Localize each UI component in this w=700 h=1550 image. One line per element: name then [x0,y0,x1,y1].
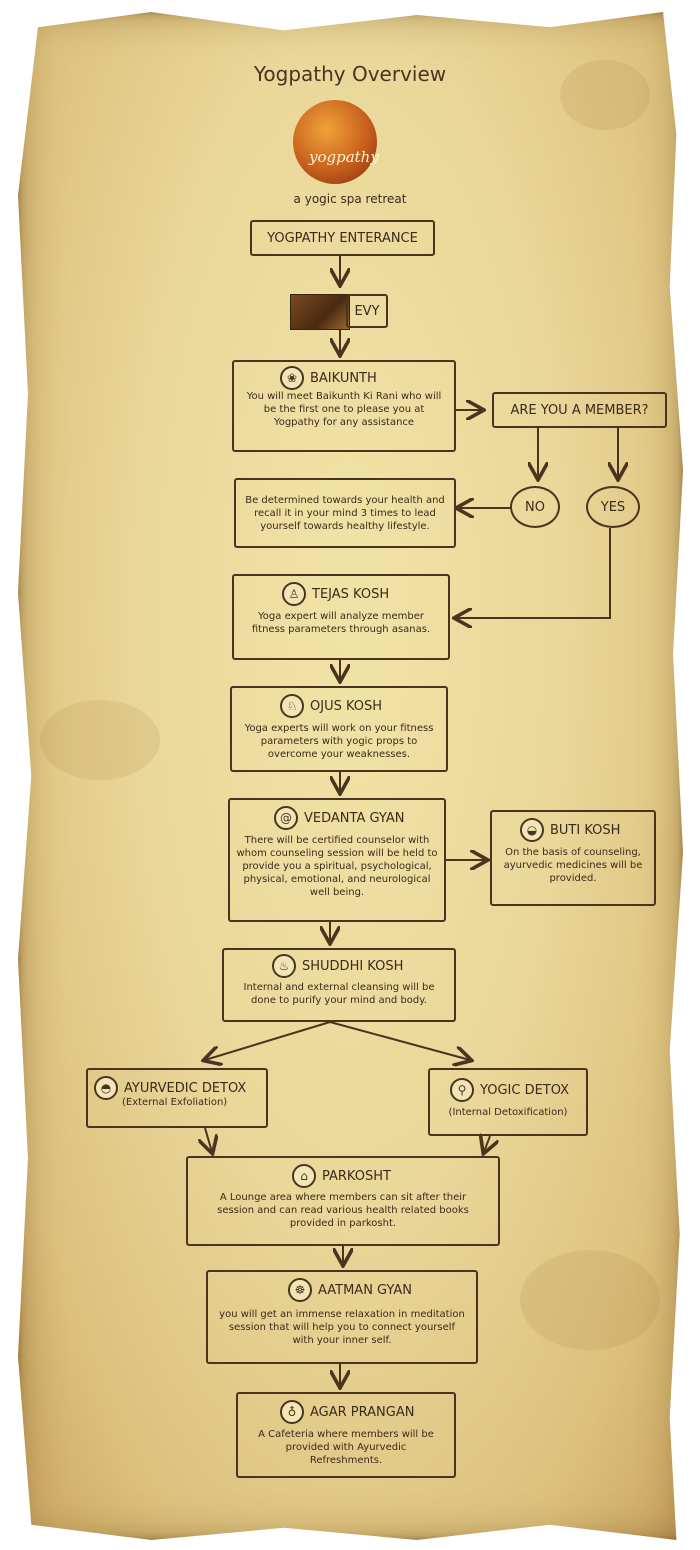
cup-icon: ♁ [280,1400,304,1424]
paper-stain [560,60,650,130]
page-title: Yogpathy Overview [253,62,447,86]
no-oval: NO [510,486,560,528]
vedanta-gyan-desc: There will be certified counselor with w… [236,835,438,898]
no-label: NO [525,499,545,515]
meditation-icon: ☸ [288,1278,312,1302]
yoga-props-icon: ♘ [280,694,304,718]
baikunth-title: BAIKUNTH [310,370,377,386]
parkosht-desc: A Lounge area where members can sit afte… [217,1192,469,1229]
aatman-gyan-desc: you will get an immense relaxation in me… [219,1309,465,1346]
baikunth-box: ❀ BAIKUNTH You will meet Baikunth Ki Rani… [232,360,456,452]
tejas-kosh-title: TEJAS KOSH [312,586,390,602]
agar-prangan-box: ♁ AGAR PRANGAN A Cafeteria where members … [236,1392,456,1478]
ojus-kosh-desc: Yoga experts will work on your fitness p… [244,723,434,760]
ojus-kosh-title: OJUS KOSH [310,698,383,714]
baikunth-desc: You will meet Baikunth Ki Rani who will … [246,391,442,428]
member-question-box: ARE YOU A MEMBER? [492,392,667,428]
entrance-label: YOGPATHY ENTERANCE [267,230,418,246]
spiral-icon: @ [274,806,298,830]
cleansing-icon: ♨ [272,954,296,978]
entrance-box: YOGPATHY ENTERANCE [250,220,435,256]
shuddhi-kosh-desc: Internal and external cleansing will be … [243,982,435,1006]
yoga-pose-icon: ♙ [282,582,306,606]
mortar-pestle-icon: ◒ [520,818,544,842]
shuddhi-kosh-box: ♨ SHUDDHI KOSH Internal and external clea… [222,948,456,1022]
logo-wordmark: yogpathy [309,148,379,166]
yogic-detox-box: ⚲ YOGIC DETOX (Internal Detoxification) [428,1068,588,1136]
agar-prangan-title: AGAR PRANGAN [310,1404,415,1420]
parkosht-box: ⌂ PARKOSHT A Lounge area where members ca… [186,1156,500,1246]
buti-kosh-box: ◒ BUTI KOSH On the basis of counseling, a… [490,810,656,906]
tejas-kosh-desc: Yoga expert will analyze member fitness … [251,611,431,635]
member-question-label: ARE YOU A MEMBER? [510,402,649,418]
paper-stain [520,1250,660,1350]
shuddhi-kosh-title: SHUDDHI KOSH [302,958,404,974]
aatman-gyan-box: ☸ AATMAN GYAN you will get an immense rel… [206,1270,478,1364]
vedanta-gyan-box: @ VEDANTA GYAN There will be certified co… [228,798,446,922]
ojus-kosh-box: ♘ OJUS KOSH Yoga experts will work on you… [230,686,448,772]
ayurvedic-detox-sub: (External Exfoliation) [122,1097,228,1108]
lotus-icon: ❀ [280,366,304,390]
determined-desc: Be determined towards your health and re… [245,494,445,532]
tagline: a yogic spa retreat [293,192,407,206]
aatman-gyan-title: AATMAN GYAN [318,1282,413,1298]
bowl-icon: ◓ [94,1076,118,1100]
lounge-icon: ⌂ [292,1164,316,1188]
yogic-detox-sub: (Internal Detoxification) [448,1107,568,1118]
ayurvedic-detox-title: AYURVEDIC DETOX [124,1080,247,1096]
agar-prangan-desc: A Cafeteria where members will be provid… [258,1429,434,1466]
evy-box: EVY [346,294,388,328]
yes-oval: YES [586,486,640,528]
ayurvedic-detox-box: ◓ AYURVEDIC DETOX (External Exfoliation) [86,1068,268,1128]
yes-label: YES [600,499,626,515]
yogpathy-logo [293,100,377,184]
buti-kosh-title: BUTI KOSH [550,822,621,838]
buti-kosh-desc: On the basis of counseling, ayurvedic me… [503,847,643,884]
parchment-background [18,12,683,1540]
vedanta-gyan-title: VEDANTA GYAN [304,810,405,826]
tejas-kosh-box: ♙ TEJAS KOSH Yoga expert will analyze mem… [232,574,450,660]
evy-label: EVY [354,303,380,319]
spoon-icon: ⚲ [450,1078,474,1102]
evy-thumbnail [290,294,350,330]
parkosht-title: PARKOSHT [322,1168,391,1184]
yogic-detox-title: YOGIC DETOX [480,1082,570,1098]
determined-box: Be determined towards your health and re… [234,478,456,548]
paper-stain [40,700,160,780]
